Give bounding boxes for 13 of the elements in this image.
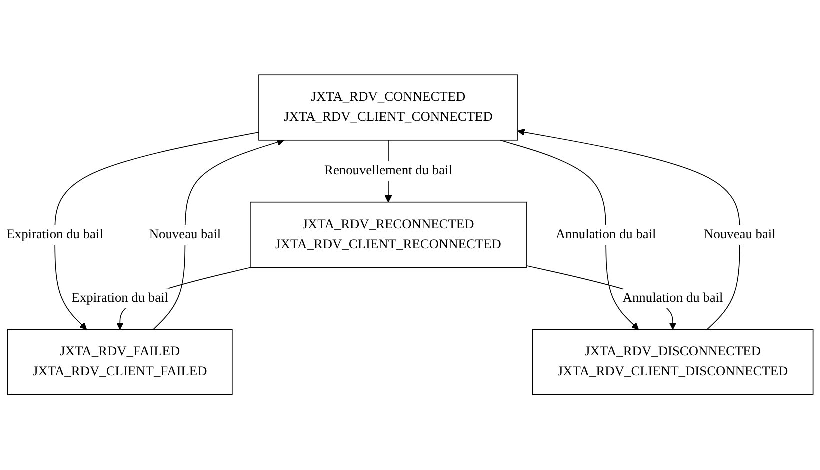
arrow	[500, 140, 639, 330]
edge-label: Expiration du bail	[72, 291, 169, 306]
edge-label: Nouveau bail	[149, 227, 222, 242]
edge-label: Renouvellement du bail	[324, 164, 452, 178]
node-box: JXTA_RDV_CONNECTED JXTA_RDV_CLIENT_CONNECTED	[258, 74, 518, 141]
arrow	[153, 138, 285, 330]
edge-label: Nouveau bail	[704, 227, 776, 242]
node-box: JXTA_RDV_DISCONNECTED JXTA_RDV_CLIENT_DISCONNECTED	[532, 329, 814, 396]
node-box: JXTA_RDV_RECONNECTED JXTA_RDV_CLIENT_RECONNECTED	[250, 202, 527, 268]
edge-label: Annulation du bail	[622, 291, 724, 306]
edge-label: Expiration du bail	[6, 227, 104, 242]
node-box: JXTA_RDV_FAILED JXTA_RDV_CLIENT_FAILED	[7, 329, 233, 396]
edge-label: Annulation du bail	[556, 227, 656, 242]
